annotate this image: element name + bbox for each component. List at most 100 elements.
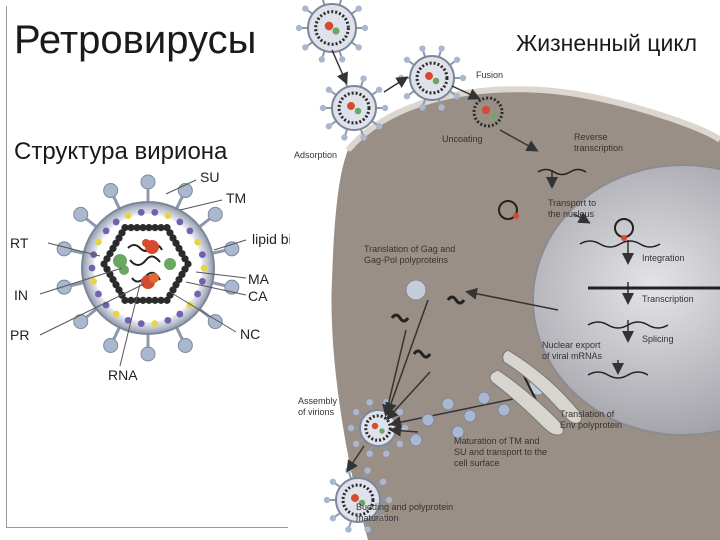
matrix-protein — [137, 209, 145, 216]
cycle-virions — [295, 0, 634, 533]
capsid-protein — [106, 250, 114, 258]
capsid-protein — [169, 234, 177, 242]
label-budding: Budding and polyprotein — [356, 502, 453, 512]
capsid-protein — [112, 281, 120, 289]
capsid-protein — [184, 260, 192, 268]
matrix-protein — [186, 227, 194, 235]
matrix-protein — [124, 316, 132, 324]
label-leader-lines — [39, 179, 247, 367]
matrix-protein — [198, 278, 206, 285]
capsid-protein — [139, 296, 147, 304]
capsid-protein — [127, 296, 135, 304]
label-in: IN — [14, 287, 28, 303]
label-splicing: Splicing — [642, 334, 674, 344]
label-maturation3: cell surface — [454, 458, 500, 468]
su-glycoprotein — [73, 314, 89, 330]
capsid-protein — [178, 250, 186, 258]
label-transcription: Transcription — [642, 294, 694, 304]
virion-spikes — [56, 174, 240, 362]
label-transcription-rt: transcription — [574, 143, 623, 153]
capsid-protein — [181, 265, 189, 273]
capsid-protein — [145, 224, 153, 232]
label-su: SU — [200, 169, 219, 185]
su-glycoprotein — [140, 346, 156, 362]
env-spike — [409, 433, 423, 447]
matrix-protein — [200, 264, 208, 272]
label-rt: RT — [10, 235, 29, 251]
matrix-protein — [164, 212, 172, 220]
capsid-protein — [103, 255, 111, 263]
label-maturation2: SU and transport to the — [454, 447, 547, 457]
cell-membrane — [345, 86, 720, 152]
matrix-protein — [198, 251, 206, 258]
capsid-protein — [115, 286, 123, 294]
capsid-protein — [133, 224, 141, 232]
life-cycle-diagram: Fusion Adsorption Uncoating Reverse tran… — [294, 0, 720, 540]
label-rna: RNA — [108, 367, 138, 383]
label-viral-mrnas: of viral mRNAs — [542, 351, 603, 361]
label-adsorption: Adsorption — [294, 150, 337, 160]
matrix-protein — [95, 238, 102, 246]
capsid-protein — [157, 224, 165, 232]
label-ca: CA — [248, 288, 268, 304]
su-glycoprotein — [224, 279, 240, 295]
label-budding-maturation: maturation — [356, 513, 399, 523]
env-spike — [421, 413, 435, 427]
virion-particle — [319, 75, 389, 141]
label-transport: Transport to — [548, 198, 596, 208]
virion-structure-heading: Структура вириона — [14, 138, 228, 165]
capsid-protein — [100, 260, 108, 268]
label-maturation1: Maturation of TM and — [454, 436, 539, 446]
capsid-protein — [163, 224, 171, 232]
label-nucleus: the nucleus — [548, 209, 595, 219]
label-nuclear-export: Nuclear export — [542, 340, 601, 350]
su-glycoprotein — [177, 183, 193, 199]
capsid-shell — [100, 224, 192, 304]
matrix-protein — [176, 310, 184, 318]
cycle-text-labels: Fusion Adsorption Uncoating Reverse tran… — [294, 70, 694, 523]
su-glycoprotein — [207, 206, 223, 222]
capsid-protein — [127, 224, 135, 232]
matrix-protein — [151, 320, 159, 327]
capsid-protein — [181, 255, 189, 263]
su-glycoprotein — [103, 183, 119, 199]
matrix-protein — [176, 218, 184, 226]
capsid-protein — [157, 296, 165, 304]
matrix-protein — [90, 278, 98, 285]
label-integration: Integration — [642, 253, 685, 263]
capsid-protein — [139, 224, 147, 232]
capsid-protein — [151, 224, 159, 232]
env-proteins-cluster — [409, 391, 511, 447]
label-lipid-bilayer: lipid bilayer — [252, 231, 290, 247]
matrix-protein — [151, 209, 159, 216]
label-env-translation: Translation of — [560, 409, 615, 419]
label-gag: Translation of Gag and — [364, 244, 455, 254]
virion-structure-diagram: SU TM RT lipid bilayer IN MA CA PR NC RN… — [10, 169, 290, 383]
su-glycoprotein — [207, 314, 223, 330]
cycle-arrows — [331, 49, 634, 473]
matrix-protein — [124, 212, 132, 220]
label-gag-pol: Gag-Pol polyproteins — [364, 255, 449, 265]
label-pr: PR — [10, 327, 29, 343]
slide-frame-left — [6, 6, 7, 528]
endoplasmic-reticulum — [489, 349, 583, 436]
integrase-blob — [113, 254, 127, 268]
capsid-protein — [175, 244, 183, 253]
capsid-protein — [166, 229, 174, 237]
label-assembly: Assembly — [298, 396, 338, 406]
label-uncoating: Uncoating — [442, 134, 483, 144]
capsid-protein — [178, 270, 186, 278]
capsid-protein — [163, 296, 171, 304]
slide-title: Ретровирусы — [14, 18, 257, 62]
matrix-protein — [112, 310, 120, 318]
env-spike — [477, 391, 491, 405]
capsid-protein — [121, 224, 129, 232]
capsid-protein — [121, 296, 129, 304]
virion-particle — [323, 467, 393, 533]
su-glycoprotein — [140, 174, 156, 190]
env-spike — [463, 409, 477, 423]
su-glycoprotein — [177, 337, 193, 353]
capsid-protein — [112, 239, 120, 247]
label-tm: TM — [226, 190, 246, 206]
matrix-protein — [194, 290, 201, 298]
